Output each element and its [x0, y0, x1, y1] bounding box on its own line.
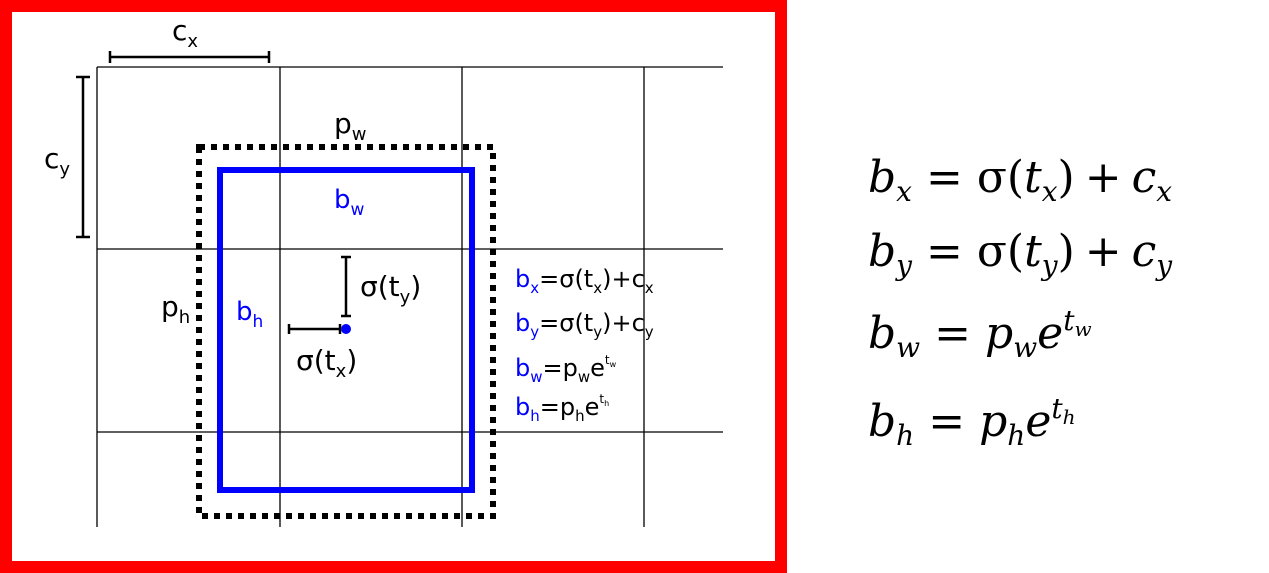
formula-bh: bh=pheth: [868, 392, 1076, 452]
bw-label: bw: [334, 185, 365, 220]
eq-bw: bw=pwetw: [515, 353, 617, 386]
cy-label: cy: [44, 142, 70, 180]
pw-label: pw: [334, 107, 367, 145]
eq-by: by=σ(ty)+cy: [515, 309, 654, 341]
formula-bx: bx=σ(tx)+cx: [868, 152, 1172, 208]
cx-measure: [108, 51, 271, 63]
sigma-tx-measure: [287, 324, 342, 334]
formula-by: by=σ(ty)+cy: [868, 226, 1173, 282]
formula-bw: bw=pwetw: [868, 304, 1092, 364]
cx-label: cx: [172, 14, 198, 52]
eq-bx: bx=σ(tx)+cx: [515, 265, 654, 297]
eq-bh: bh=pheth: [515, 392, 609, 425]
ph-label: ph: [161, 290, 190, 328]
sigma-ty-label: σ(ty): [360, 270, 421, 308]
prior-box: [196, 144, 496, 519]
red-frame: [0, 0, 787, 573]
sigma-ty-measure: [341, 255, 351, 318]
predicted-box: [217, 167, 475, 493]
center-point: [341, 324, 351, 334]
sigma-tx-label: σ(tx): [296, 344, 357, 382]
cy-measure: [76, 75, 90, 239]
bh-label: bh: [236, 297, 263, 332]
